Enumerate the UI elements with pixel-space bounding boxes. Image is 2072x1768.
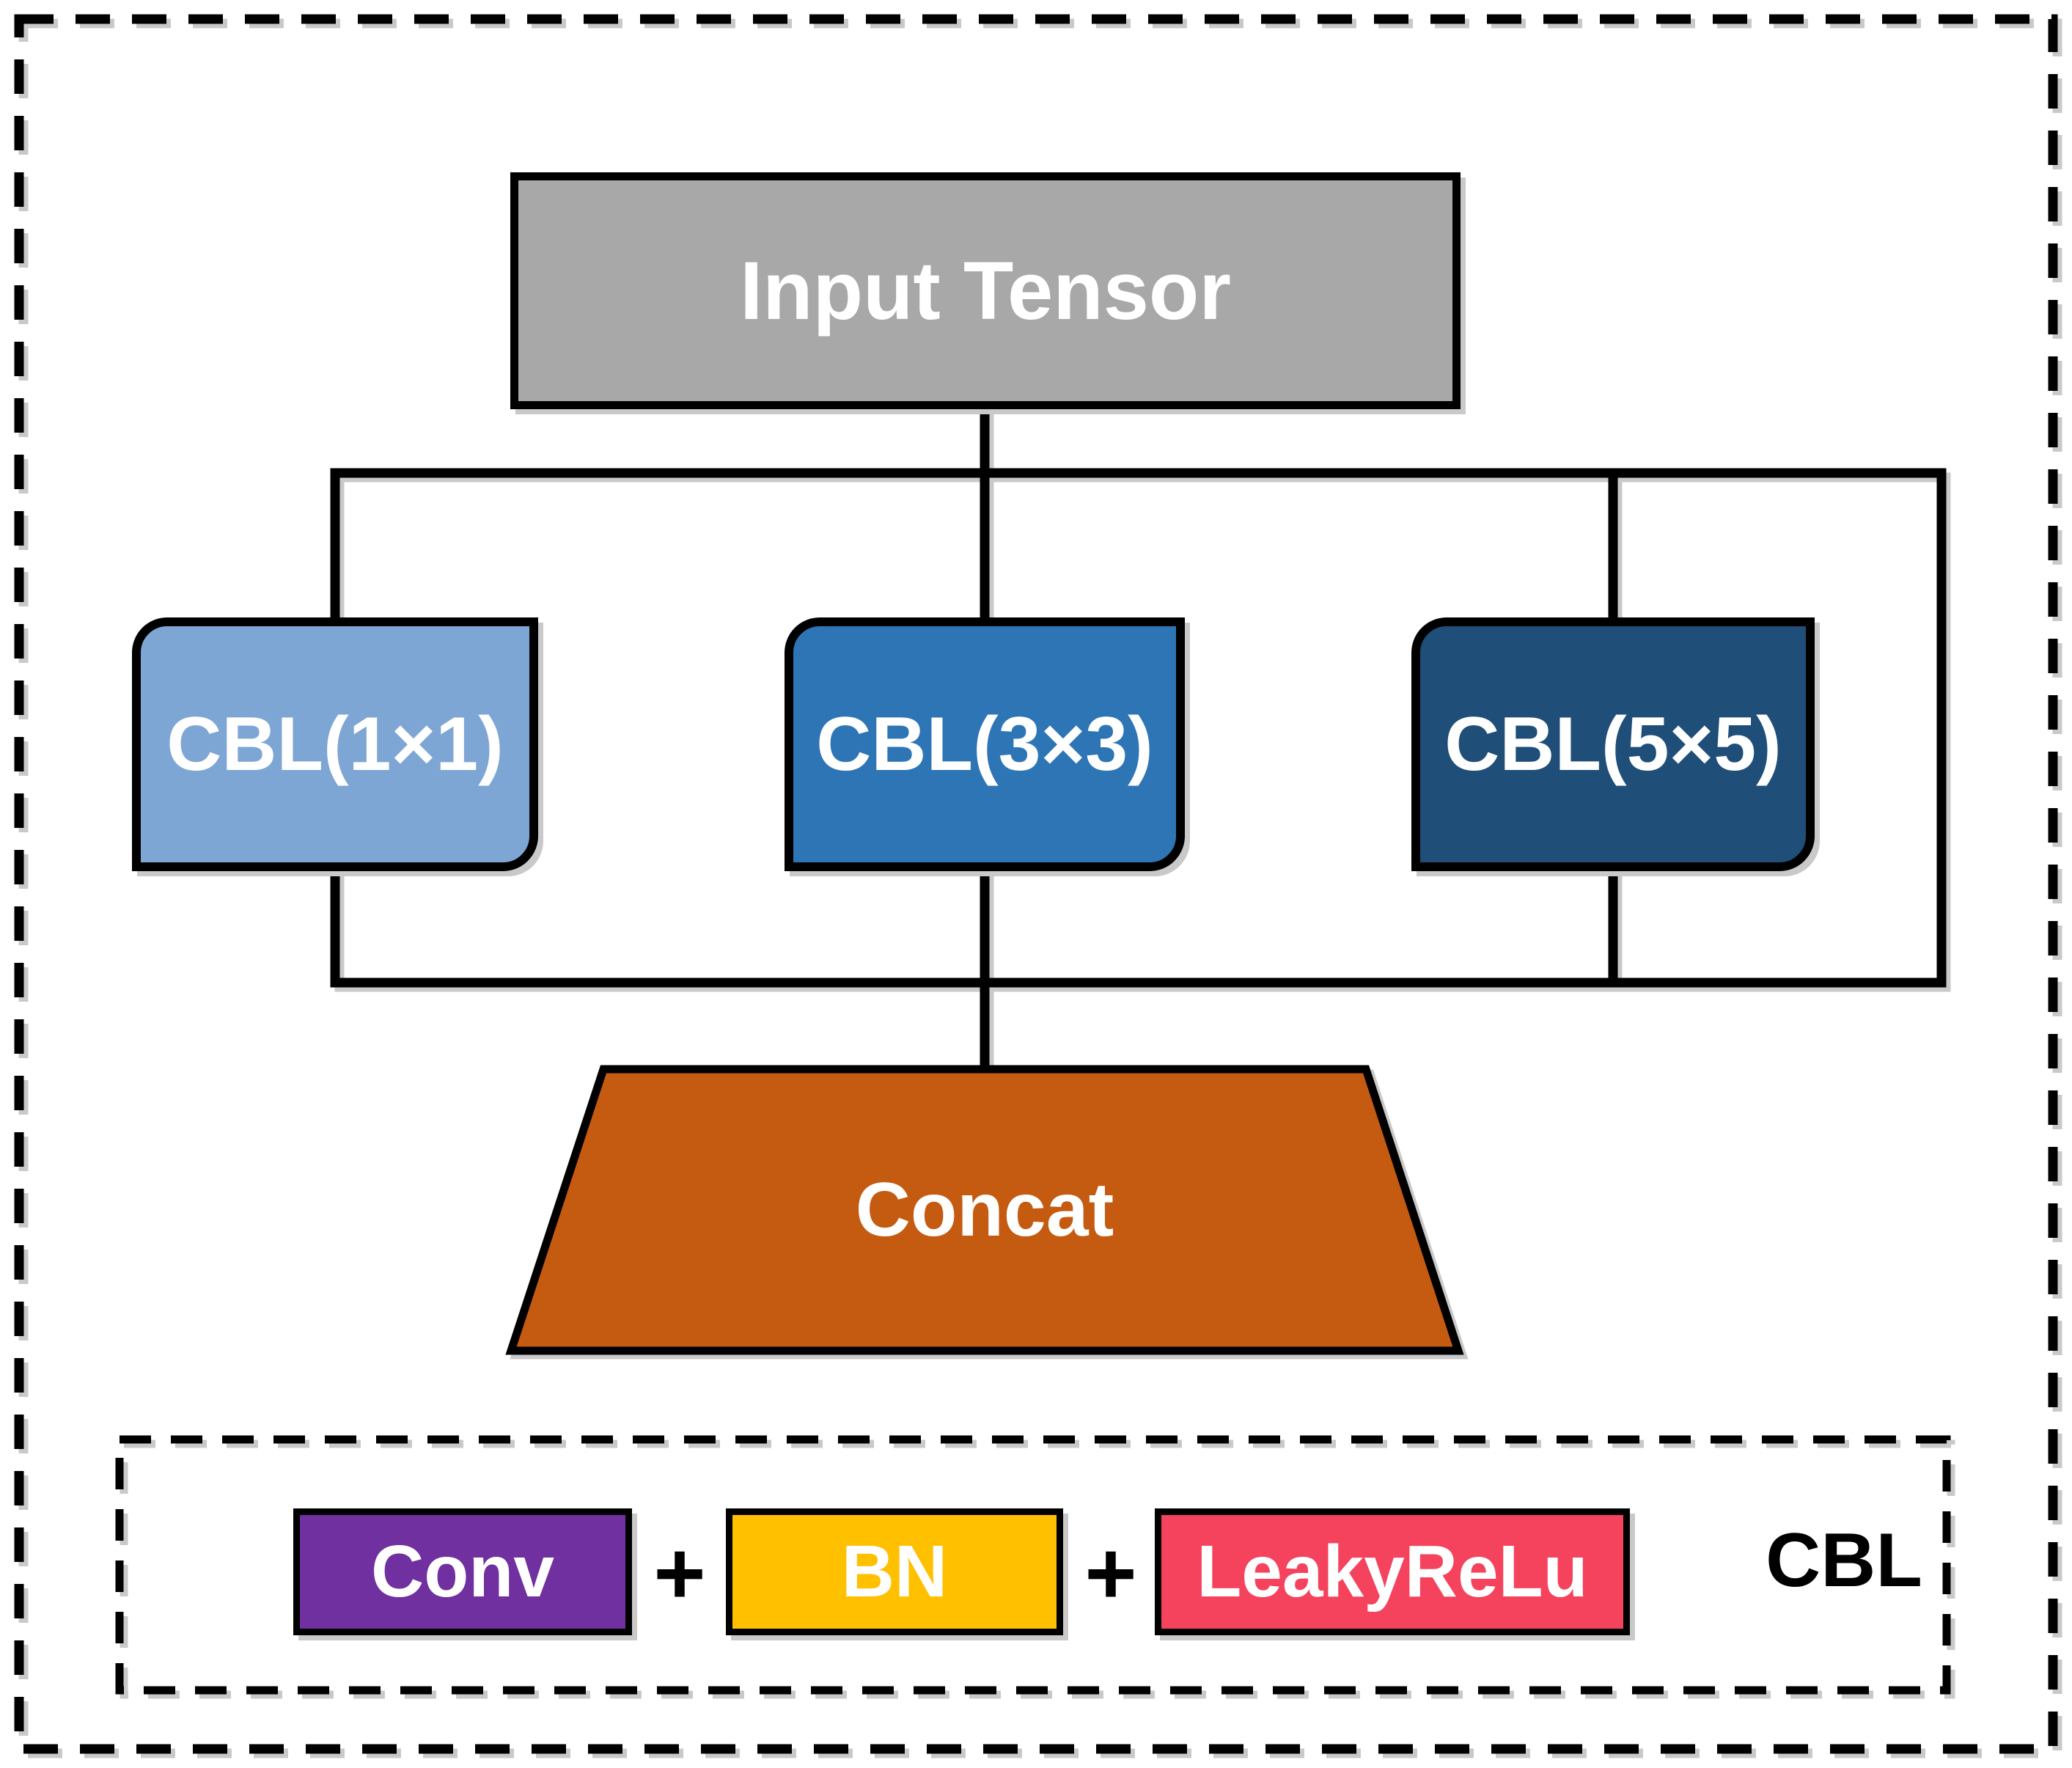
- cbl-1x1-box: CBL(1×1): [132, 617, 538, 871]
- connector-lines: [330, 400, 1947, 1077]
- legend-cbl-title: CBL: [1766, 1517, 1922, 1603]
- cbl-3x3-box: CBL(3×3): [785, 617, 1185, 871]
- legend-leakyrelu-box: LeakyReLu: [1155, 1508, 1630, 1635]
- outer-dashed-border: [14, 14, 2058, 1754]
- plus-separator: +: [1084, 1523, 1137, 1623]
- cbl-5x5-box: CBL(5×5): [1411, 617, 1815, 871]
- plus-separator: +: [653, 1523, 706, 1623]
- concat-label: Concat: [855, 1167, 1114, 1252]
- legend-conv-box: Conv: [293, 1508, 632, 1635]
- concat-trapezoid: [505, 1065, 1464, 1355]
- input-tensor-box: Input Tensor: [510, 172, 1461, 409]
- legend-bn-box: BN: [726, 1508, 1063, 1635]
- legend-dashed-border: [115, 1435, 1951, 1695]
